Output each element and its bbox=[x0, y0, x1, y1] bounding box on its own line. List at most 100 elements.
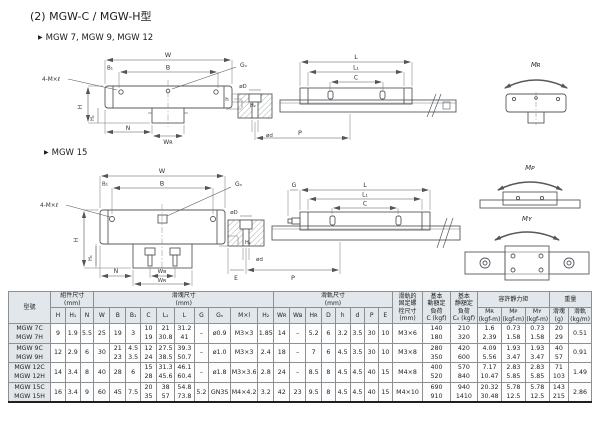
value-cell: M4×4.2 bbox=[229, 381, 259, 403]
dim-label-wr: Wʀ bbox=[163, 139, 173, 146]
value-cell: 20 35 bbox=[140, 381, 157, 403]
value-cell: 420 600 bbox=[449, 342, 479, 364]
dim-label-l1-15: L₁ bbox=[362, 192, 368, 199]
value-cell: 2.83 5.85 bbox=[524, 362, 550, 383]
header-dim-15: Hʀ bbox=[305, 307, 323, 324]
value-cell: ø0.9 bbox=[208, 323, 231, 344]
value-cell: 690 910 bbox=[422, 381, 451, 403]
value-cell: 18 bbox=[273, 342, 291, 364]
header-dim-19: P bbox=[364, 307, 379, 324]
value-cell: 2.83 5.85 bbox=[500, 362, 526, 383]
value-cell: 12 bbox=[50, 342, 66, 364]
value-cell: 570 840 bbox=[449, 362, 479, 383]
spec-table-container: 型號組件尺寸 (mm)滑塊尺寸 (mm)滑軌尺寸 (mm)滑軌的 固定螺 栓尺寸… bbox=[7, 291, 593, 404]
model-cell: MGW 12C MGW 12H bbox=[7, 362, 52, 383]
value-cell: 1.85 bbox=[257, 323, 275, 344]
header-dim-1: H₁ bbox=[64, 307, 81, 324]
moment-roll-label: Mʀ bbox=[531, 61, 541, 69]
value-cell: ø1.8 bbox=[208, 362, 231, 383]
dim-label-b1-15: B₁ bbox=[102, 182, 108, 188]
header-dim-14: Wʙ bbox=[289, 307, 307, 324]
dim-label-c: C bbox=[354, 75, 358, 82]
value-cell: 940 1410 bbox=[449, 381, 479, 403]
dim-label-h: H bbox=[77, 105, 84, 110]
side-view-mgw15 bbox=[227, 187, 461, 274]
value-cell: 143 215 bbox=[548, 381, 570, 403]
value-cell: ø1.0 bbox=[208, 342, 231, 364]
value-cell: – bbox=[193, 362, 210, 383]
value-cell: 5.2 bbox=[305, 323, 323, 344]
dim-label-l: L bbox=[354, 53, 358, 61]
value-cell: 20.32 30.48 bbox=[477, 381, 502, 403]
value-cell: 4.5 bbox=[334, 362, 351, 383]
section1-heading: ▶ MGW 7, MGW 9, MGW 12 bbox=[38, 33, 153, 43]
moment-yaw-diagram bbox=[464, 231, 590, 281]
dim-label-p-15: P bbox=[291, 274, 295, 282]
dim-label-h1: H₁ bbox=[90, 115, 96, 121]
value-cell: 60 bbox=[93, 381, 111, 403]
drawing-mgw15: W B B₁ Gₙ 4-M×ℓ H H₁ H₂ N Wʙ Wʀ G L L₁ C… bbox=[40, 164, 590, 287]
value-cell: 3.2 bbox=[334, 323, 351, 344]
value-cell: 4.5 bbox=[349, 381, 366, 403]
value-cell: 28 bbox=[109, 362, 127, 383]
value-cell: 4.5 bbox=[349, 362, 366, 383]
header-dim-11: M×l bbox=[229, 307, 259, 324]
value-cell: 400 520 bbox=[422, 362, 451, 383]
dim-label-b1: B₁ bbox=[107, 66, 113, 72]
value-cell: 3.2 bbox=[257, 381, 275, 403]
page-title: (2) MGW-C / MGW-H型 bbox=[30, 10, 152, 23]
dim-label-od-big-15: øD bbox=[230, 210, 238, 216]
value-cell: 7 bbox=[305, 342, 323, 364]
value-cell: 210 320 bbox=[449, 323, 479, 344]
header-dim-3: W bbox=[93, 307, 111, 324]
value-cell: 15 28 bbox=[140, 362, 157, 383]
value-cell: 9 bbox=[50, 323, 66, 344]
value-cell: 1.93 3.47 bbox=[524, 342, 550, 364]
value-cell: – bbox=[193, 323, 210, 344]
header-group-weight: 重量 bbox=[548, 291, 593, 308]
moment-roll-diagram bbox=[504, 79, 568, 125]
dim-label-l1: L₁ bbox=[353, 65, 359, 72]
front-view-mgw7 bbox=[67, 57, 243, 139]
front-view-mgw15 bbox=[65, 173, 239, 287]
value-cell: 14 bbox=[50, 362, 66, 383]
header-col-rail-bolt: 滑軌的 固定螺 栓尺寸 (mm) bbox=[391, 291, 424, 324]
value-cell: 3.5 bbox=[349, 342, 366, 364]
dim-label-g-15: G bbox=[292, 182, 297, 189]
dim-label-w15: W bbox=[159, 167, 166, 175]
value-cell: 8 bbox=[321, 381, 336, 403]
value-cell: 71 103 bbox=[548, 362, 570, 383]
value-cell: 15 bbox=[377, 381, 393, 403]
dim-label-gn-15: Gₙ bbox=[235, 181, 243, 188]
value-cell: 40 bbox=[364, 362, 379, 383]
value-cell: 30 bbox=[364, 323, 379, 344]
header-dim-17: h bbox=[334, 307, 351, 324]
value-cell: 40 57 bbox=[548, 342, 570, 364]
header-dim-7: L₁ bbox=[155, 307, 176, 324]
header-dim-6: C bbox=[140, 307, 157, 324]
value-cell: 46.1 60.4 bbox=[174, 362, 195, 383]
moment-pitch-diagram bbox=[479, 181, 581, 209]
value-cell: 7.17 10.47 bbox=[477, 362, 502, 383]
value-cell: GN3S bbox=[208, 381, 231, 403]
value-cell: 140 180 bbox=[422, 323, 451, 344]
header-dim-4: B bbox=[109, 307, 127, 324]
value-cell: 4.5 bbox=[334, 381, 351, 403]
value-cell: 9.5 bbox=[305, 381, 323, 403]
value-cell: M3×6 bbox=[391, 323, 424, 344]
value-cell: 2.86 bbox=[568, 381, 592, 403]
value-cell: 21 23 bbox=[109, 342, 127, 364]
value-cell: 0.91 bbox=[568, 342, 592, 364]
header-dim-18: d bbox=[349, 307, 366, 324]
value-cell: 1.93 3.47 bbox=[500, 342, 526, 364]
value-cell: M4×10 bbox=[391, 381, 424, 403]
value-cell: – bbox=[289, 323, 307, 344]
dim-label-l-15: L bbox=[363, 181, 367, 189]
value-cell: 280 350 bbox=[422, 342, 451, 364]
value-cell: 2.8 bbox=[257, 362, 275, 383]
value-cell: M3×3.6 bbox=[229, 362, 259, 383]
